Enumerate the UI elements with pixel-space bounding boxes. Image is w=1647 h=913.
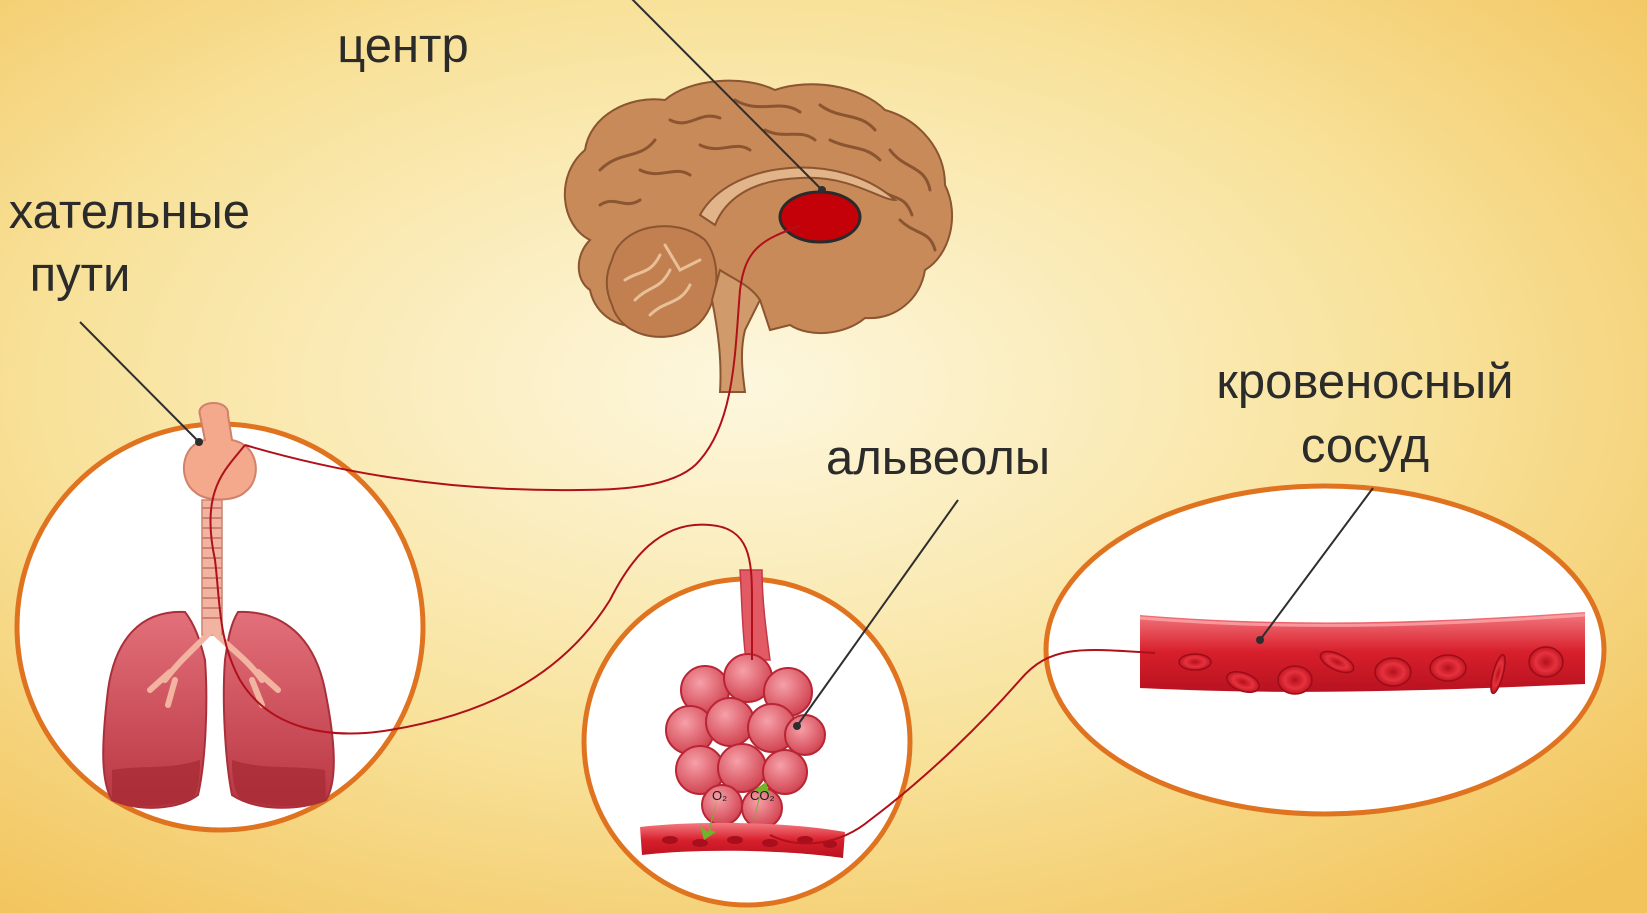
label-alveoli: альвеолы [808,426,1068,490]
label-vessel-line1: кровеносный [1185,350,1545,414]
label-airways-line1: хательные [0,180,250,244]
label-vessel-line2: сосуд [1235,414,1495,478]
co2-label: CO₂ [750,788,775,803]
label-respiratory-center: центр [303,14,503,78]
blood-vessel-inset [1046,486,1604,814]
o2-label: O₂ [712,788,727,803]
respiratory-center-highlight [780,192,860,242]
label-airways-line2: пути [0,243,200,307]
